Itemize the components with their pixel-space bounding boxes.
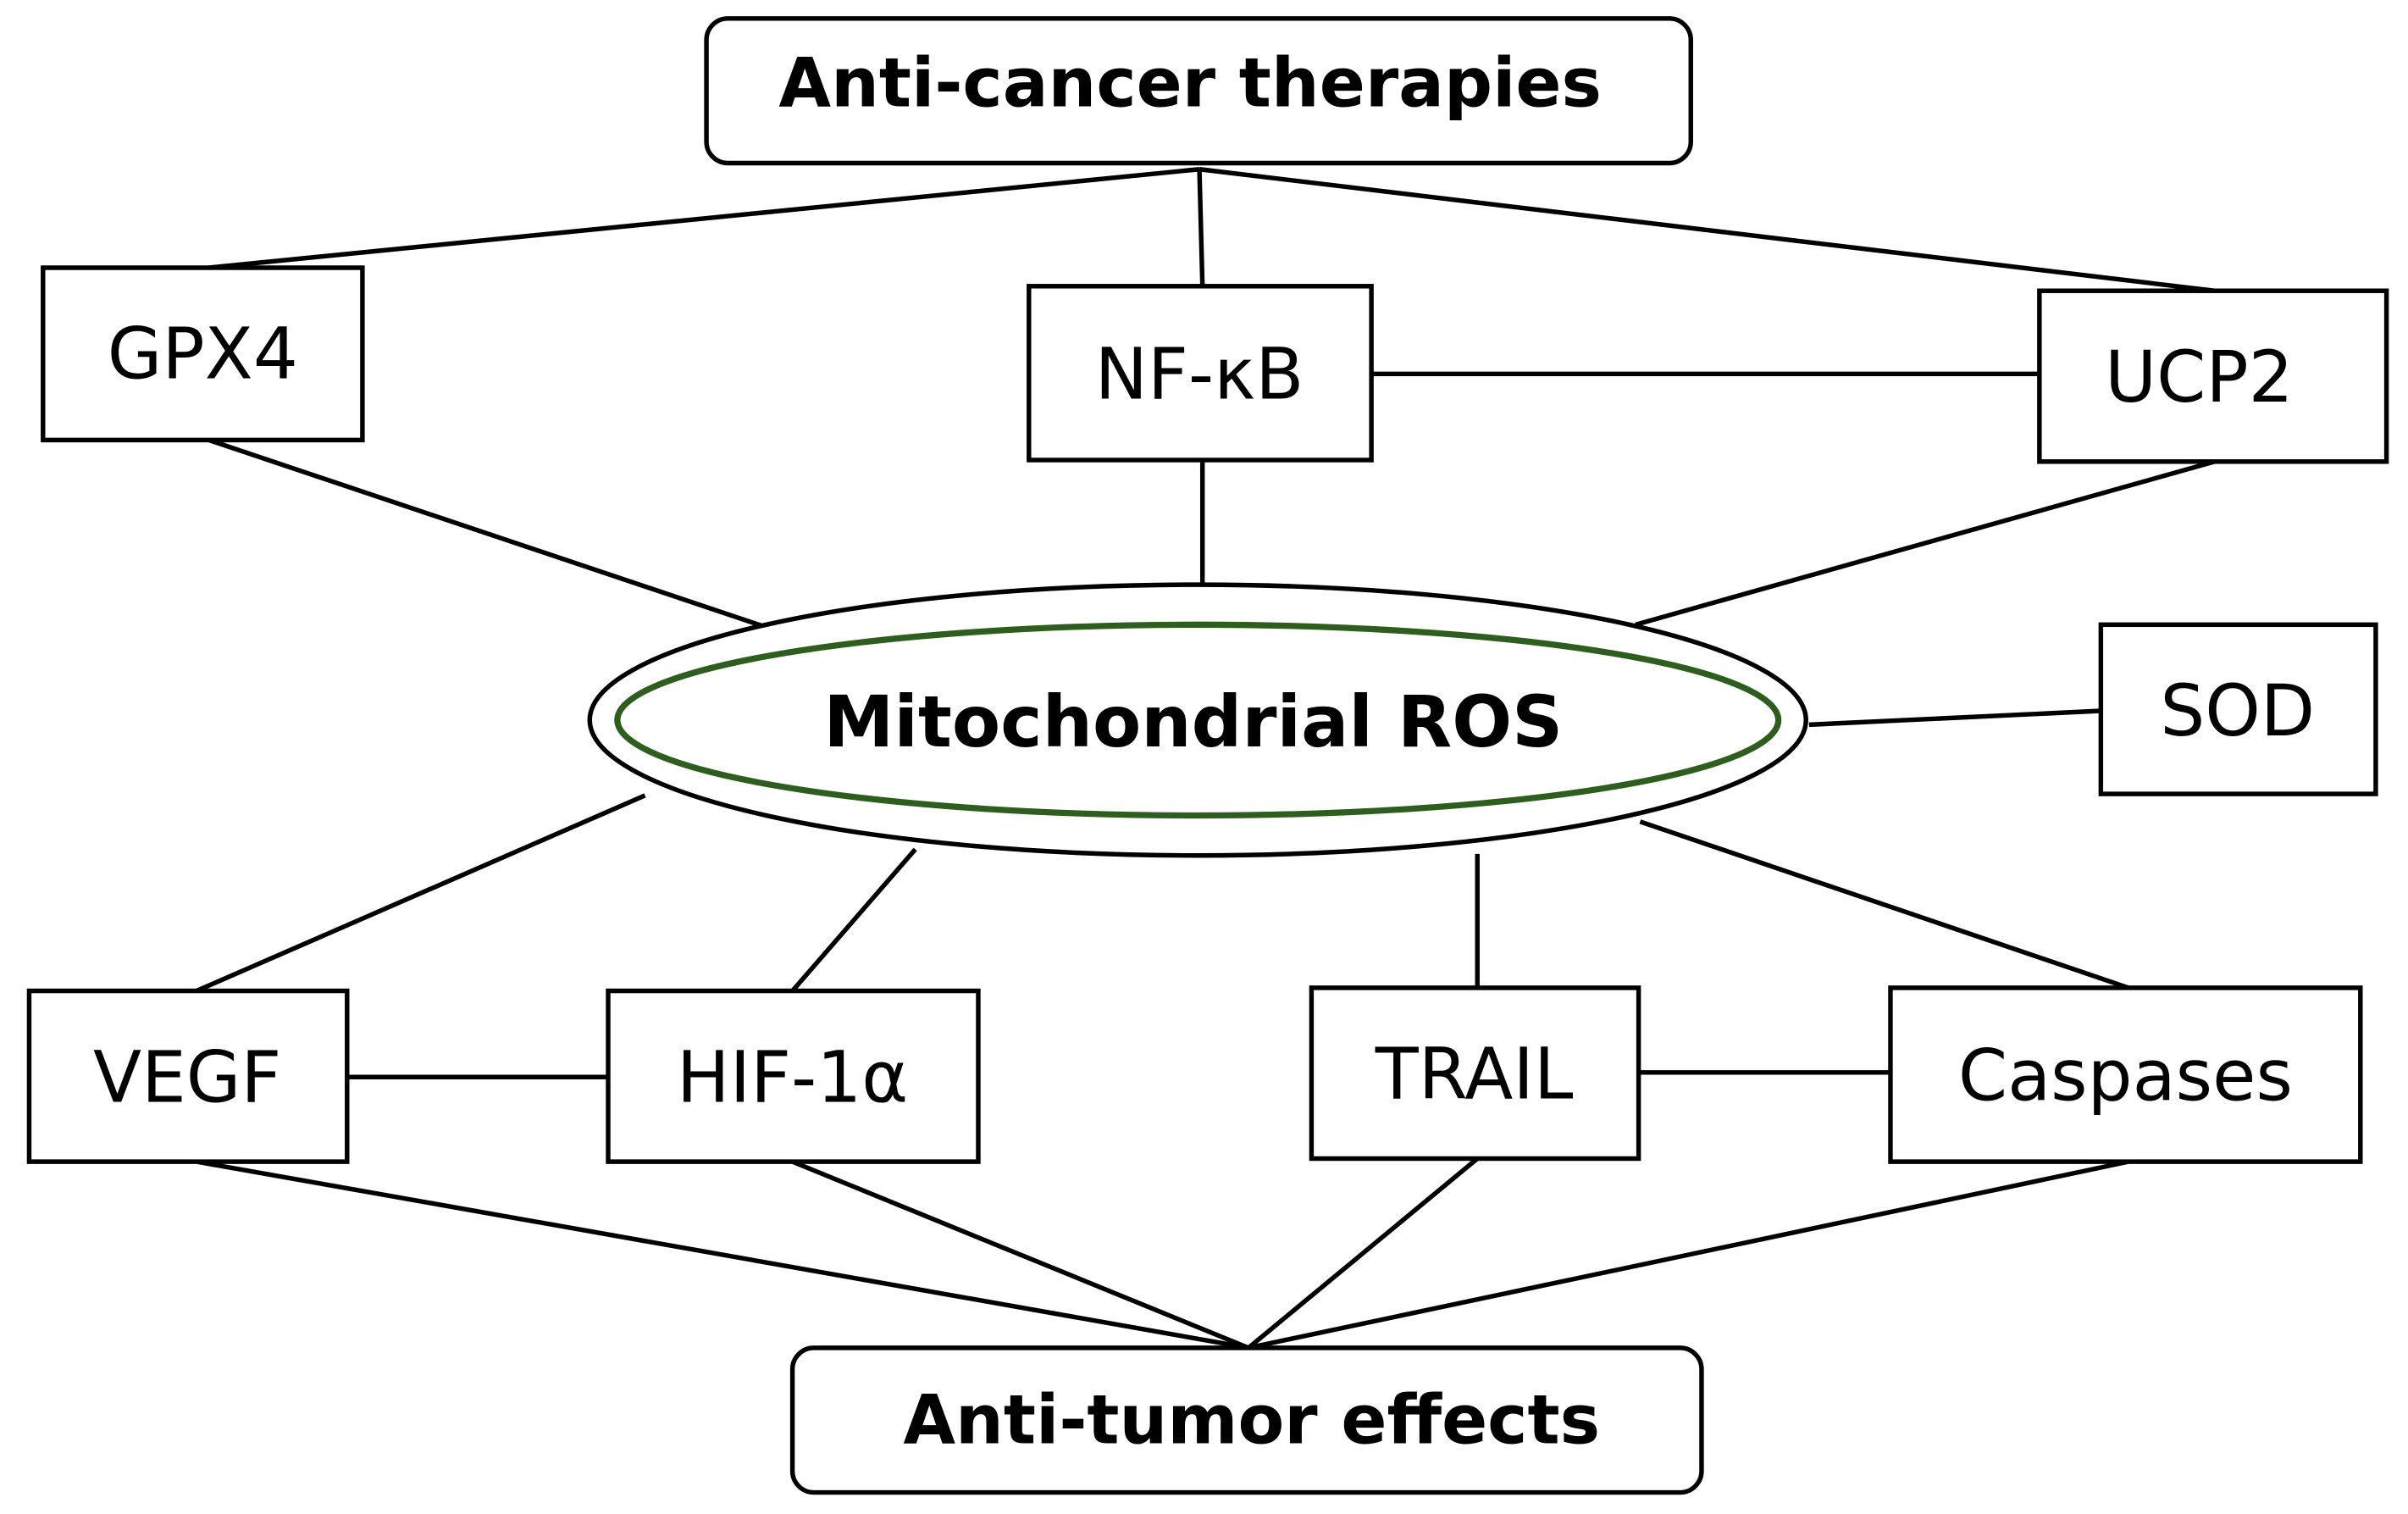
node-anti-cancer-therapies: Anti-cancer therapies	[704, 16, 1693, 166]
node-hif-1a: HIF-1α	[606, 988, 981, 1164]
node-ucp2: UCP2	[2037, 288, 2389, 464]
node-caspases: Caspases	[1888, 985, 2363, 1164]
edge-gpx4-ros	[208, 437, 769, 630]
ros-ellipse-inner	[614, 621, 1782, 819]
node-mitochondrial-ros: Mitochondrial ROS	[587, 582, 1808, 858]
node-nf-kb: NF-κB	[1027, 284, 1374, 463]
node-vegf-label: VEGF	[93, 1036, 281, 1118]
edge-ros-vegf	[195, 793, 646, 994]
connector-lines	[195, 167, 2216, 1350]
node-sod: SOD	[2098, 622, 2378, 796]
node-sod-label: SOD	[2160, 670, 2315, 752]
node-gpx4-label: GPX4	[108, 313, 298, 396]
node-gpx4: GPX4	[41, 265, 365, 443]
node-trail: TRAIL	[1309, 985, 1641, 1162]
edge-ros-sod	[1808, 708, 2101, 728]
edge-ros-hif	[790, 847, 917, 993]
node-hif-1a-label: HIF-1α	[677, 1036, 908, 1118]
edge-hif-antitumor	[791, 1159, 1250, 1350]
ros-ellipse-outer	[587, 582, 1808, 858]
node-ucp2-label: UCP2	[2105, 336, 2294, 419]
edge-vegf-antitumor	[196, 1159, 1249, 1350]
edge-trail-antitumor	[1247, 1156, 1479, 1350]
edge-ros-caspases	[1639, 819, 2129, 990]
node-anti-tumor-effects: Anti-tumor effects	[789, 1345, 1704, 1495]
node-caspases-label: Caspases	[1958, 1034, 2293, 1117]
node-nf-kb-label: NF-κB	[1095, 333, 1304, 415]
node-trail-label: TRAIL	[1375, 1034, 1574, 1116]
edge-therapies-gpx4	[208, 167, 1200, 270]
node-vegf: VEGF	[26, 988, 350, 1164]
edge-therapies-ucp2	[1198, 167, 2215, 293]
edge-caspases-antitumor	[1248, 1159, 2129, 1350]
node-anti-cancer-therapies-label: Anti-cancer therapies	[778, 43, 1602, 122]
edge-ucp2-ros	[1635, 459, 2216, 627]
node-mitochondrial-ros-label: Mitochondrial ROS	[823, 681, 1563, 763]
edge-therapies-nfkb	[1197, 169, 1205, 286]
node-anti-tumor-effects-label: Anti-tumor effects	[903, 1380, 1600, 1459]
